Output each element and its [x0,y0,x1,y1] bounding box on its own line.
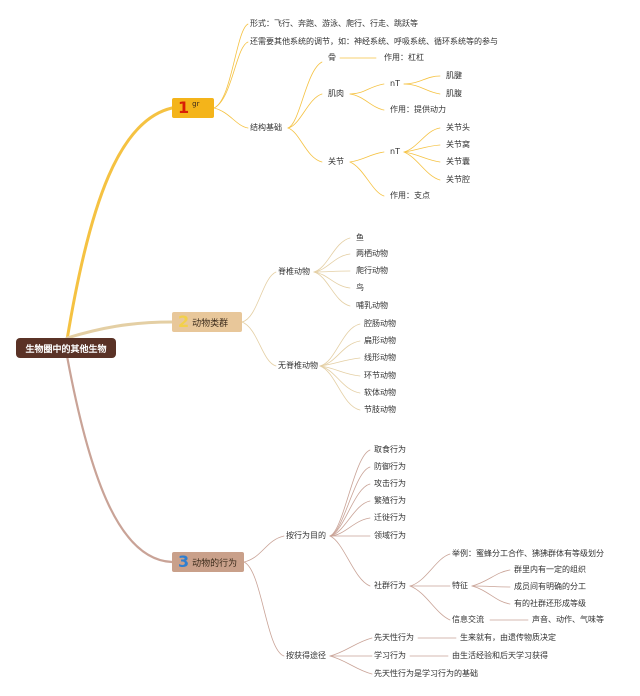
territorial-behavior: 领域行为 [374,531,406,540]
structure-basis: 结构基础 [250,123,282,132]
social-example: 举例：蜜蜂分工合作、狒狒群体有等级划分 [452,549,604,558]
tendon-node: 肌腱 [446,71,462,80]
learned-detail: 由生活经验和后天学习获得 [452,651,548,660]
joint-nt: nT [390,147,400,156]
branch-1-node[interactable]: 1 gr [172,98,214,118]
bone-node: 骨 [328,53,336,62]
root-node[interactable]: 生物圈中的其他生物 [16,338,116,358]
migration-behavior: 迁徙行为 [374,513,406,522]
coelenterates-node: 腔肠动物 [364,319,396,328]
amphibians-node: 两栖动物 [356,249,388,258]
attack-behavior: 攻击行为 [374,479,406,488]
branch-2-label: 动物类群 [192,318,229,329]
movement-forms: 形式：飞行、奔跑、游泳、爬行、行走、跳跃等 [250,19,418,28]
social-feature: 特征 [452,581,468,590]
branch-3-label: 动物的行为 [192,558,238,569]
roundworms-node: 线形动物 [364,353,396,362]
joint-head: 关节头 [446,123,470,132]
arthropods-node: 节肢动物 [364,405,396,414]
joint-role: 作用：支点 [390,191,430,200]
info-exchange: 信息交流 [452,615,484,624]
vertebrates-node: 脊椎动物 [278,267,310,276]
innate-basis: 先天性行为是学习行为的基础 [374,669,478,678]
branch-1-label: gr [192,100,200,108]
invertebrates-node: 无脊椎动物 [278,361,318,370]
branch-1-number: 1 [178,98,190,117]
feeding-behavior: 取食行为 [374,445,406,454]
feature-hierarchy: 有的社群还形成等级 [514,599,586,608]
by-source-node: 按获得途径 [286,651,326,660]
joint-node: 关节 [328,157,344,166]
branch-3-number: 3 [178,552,190,571]
learned-behavior: 学习行为 [374,651,406,660]
annelids-node: 环节动物 [364,371,396,380]
bone-role: 作用：杠杠 [384,53,424,62]
muscle-nt: nT [390,79,400,88]
reptiles-node: 爬行动物 [356,266,388,275]
mollusks-node: 软体动物 [364,388,396,397]
innate-behavior: 先天性行为 [374,633,414,642]
muscle-node: 肌肉 [328,89,344,98]
muscle-belly-node: 肌腹 [446,89,462,98]
info-detail: 声音、动作、气味等 [532,615,604,624]
social-behavior: 社群行为 [374,581,406,590]
innate-detail: 生来就有，由遗传物质决定 [460,633,556,642]
branch-2-node[interactable]: 2 动物类群 [172,312,242,332]
other-systems: 还需要其他系统的调节，如：神经系统、呼吸系统、循环系统等的参与 [250,37,498,46]
mammals-node: 哺乳动物 [356,301,388,310]
branch-2-number: 2 [178,312,190,331]
joint-capsule: 关节囊 [446,157,470,166]
fish-node: 鱼 [356,233,364,242]
muscle-role: 作用：提供动力 [390,105,446,114]
branch-3-node[interactable]: 3 动物的行为 [172,552,244,572]
joint-socket: 关节窝 [446,140,470,149]
flatworms-node: 扁形动物 [364,336,396,345]
by-purpose-node: 按行为目的 [286,531,326,540]
joint-cavity: 关节腔 [446,175,470,184]
feature-division: 成员间有明确的分工 [514,582,586,591]
defense-behavior: 防御行为 [374,462,406,471]
feature-organization: 群里内有一定的组织 [514,565,586,574]
breeding-behavior: 繁殖行为 [374,496,406,505]
birds-node: 鸟 [356,283,364,292]
